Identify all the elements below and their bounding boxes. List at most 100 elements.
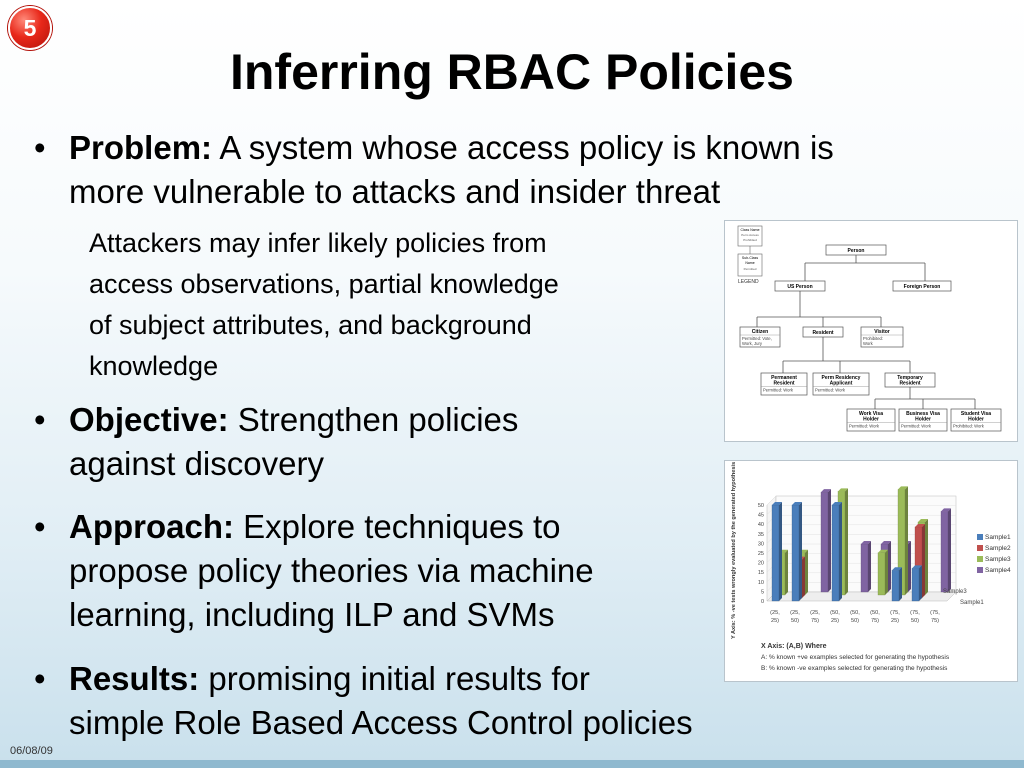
node-us-person: US Person <box>774 280 826 292</box>
subpoint-text: Attackers may infer likely policies from… <box>89 223 689 387</box>
legend-label: Sample4 <box>985 567 1011 574</box>
node-resident: Resident <box>802 326 844 338</box>
x-tick-label: 25) <box>831 618 839 624</box>
bullet-label: Approach: <box>69 508 234 545</box>
slide-number-badge: 5 <box>8 6 52 50</box>
node-permission: Permitted: Work <box>815 388 846 393</box>
legend-label: Sample1 <box>985 534 1011 541</box>
y-tick-label: 0 <box>761 599 764 605</box>
legend-swatch <box>977 534 983 540</box>
bar-sample1 <box>911 565 922 602</box>
bar-sample4 <box>860 541 871 593</box>
subpoint-line: Attackers may infer likely policies from <box>89 228 547 258</box>
legend-label: Sample2 <box>985 545 1011 552</box>
node-label: Holder <box>968 417 984 423</box>
bullet-text: A system whose access policy is known is <box>219 129 834 166</box>
bullet-text: simple Role Based Access Control policie… <box>69 704 693 741</box>
bar-sample1 <box>771 502 782 602</box>
bullet-dot: • <box>34 660 46 697</box>
x-tick-label: (25, <box>810 610 820 616</box>
y-tick-label: 35 <box>758 532 764 538</box>
node-label: Holder <box>863 417 879 423</box>
chart-xlabel-note: B: % known -ve examples selected for gen… <box>761 665 948 672</box>
bullet-label: Problem: <box>69 129 213 166</box>
chart-ylabel: Y Axis: % -ve tests wrongly evaluated by… <box>731 462 737 639</box>
x-tick-label: 50) <box>791 618 799 624</box>
node-label: Student Visa <box>961 411 991 417</box>
node-person: Person <box>825 244 887 256</box>
node-permission: Permitted: Vote, <box>742 336 772 341</box>
y-tick-label: 20 <box>758 561 764 567</box>
x-tick-label: (50, <box>870 610 880 616</box>
x-tick-label: 75) <box>871 618 879 624</box>
node-label: Business Visa <box>906 411 940 417</box>
bullet-dot: • <box>34 401 46 438</box>
bullet-label: Results: <box>69 660 200 697</box>
legend-swatch <box>977 556 983 562</box>
legend-swatch <box>977 545 983 551</box>
bar-sample1 <box>791 502 802 602</box>
legend-text: Sub-Class <box>742 256 758 260</box>
bar-sample3 <box>877 549 888 596</box>
chart-depth-label: Sample3 <box>943 589 967 595</box>
node-label: Resident <box>812 330 833 336</box>
y-tick-label: 45 <box>758 513 764 519</box>
y-tick-label: 50 <box>758 503 764 509</box>
node-permission: Permitted: Work <box>901 424 932 429</box>
x-tick-label: 75) <box>811 618 819 624</box>
bullet-dot: • <box>34 508 46 545</box>
bullet-text: propose policy theories via machine <box>69 552 594 589</box>
legend-swatch <box>977 567 983 573</box>
node-permission: Work <box>863 341 874 346</box>
x-tick-label: (50, <box>830 610 840 616</box>
node-label: Perm Residency <box>822 375 861 381</box>
legend-item: Sample2 <box>977 545 1011 552</box>
subpoint-line: access observations, partial knowledge <box>89 269 559 299</box>
node-label: Permanent <box>771 375 797 381</box>
bullet-label: Objective: <box>69 401 229 438</box>
node-permission: Permitted: Work <box>849 424 880 429</box>
legend-text: Name <box>745 261 754 265</box>
x-tick-label: 50) <box>851 618 859 624</box>
node-label: Visitor <box>874 329 890 335</box>
bar-sample4 <box>820 489 831 593</box>
legend-label: Sample3 <box>985 556 1011 563</box>
x-tick-label: (75, <box>930 610 940 616</box>
node-label: US Person <box>787 284 812 290</box>
y-tick-label: 30 <box>758 541 764 547</box>
y-tick-label: 25 <box>758 551 764 557</box>
node-label: Resident <box>899 381 920 387</box>
node-label: Resident <box>773 381 794 387</box>
x-tick-label: (75, <box>910 610 920 616</box>
node-foreign-person: Foreign Person <box>892 280 952 292</box>
slide-title: Inferring RBAC Policies <box>230 44 794 100</box>
hierarchy-svg: Class Name Perm Access Prohibited Sub-Cl… <box>737 225 1002 432</box>
y-tick-label: 40 <box>758 522 764 528</box>
x-tick-label: (75, <box>890 610 900 616</box>
node-permission: Prohibited: Work <box>953 424 985 429</box>
bullet-text: against discovery <box>69 445 324 482</box>
legend-text: Permitted <box>744 267 757 271</box>
legend-text: Prohibited <box>743 238 757 242</box>
legend-item: Sample4 <box>977 567 1011 574</box>
x-tick-label: (50, <box>850 610 860 616</box>
x-tick-label: 25) <box>771 618 779 624</box>
x-tick-label: 25) <box>891 618 899 624</box>
y-tick-label: 5 <box>761 589 764 595</box>
legend-box: Class Name Perm Access Prohibited Sub-Cl… <box>737 225 763 285</box>
footer-date: 06/08/09 <box>10 745 53 757</box>
node-label: Applicant <box>830 381 853 387</box>
node-label: Citizen <box>752 329 768 335</box>
bar-sample1 <box>891 567 902 602</box>
chart-xlabel: X Axis: (A,B) Where <box>761 643 827 650</box>
legend-item: Sample1 <box>977 534 1011 541</box>
bottom-strip <box>0 760 1024 768</box>
bullet-text: more vulnerable to attacks and insider t… <box>69 173 721 210</box>
bullet-text: promising initial results for <box>208 660 590 697</box>
bullet-text: Strengthen policies <box>237 401 519 438</box>
x-tick-label: 75) <box>931 618 939 624</box>
